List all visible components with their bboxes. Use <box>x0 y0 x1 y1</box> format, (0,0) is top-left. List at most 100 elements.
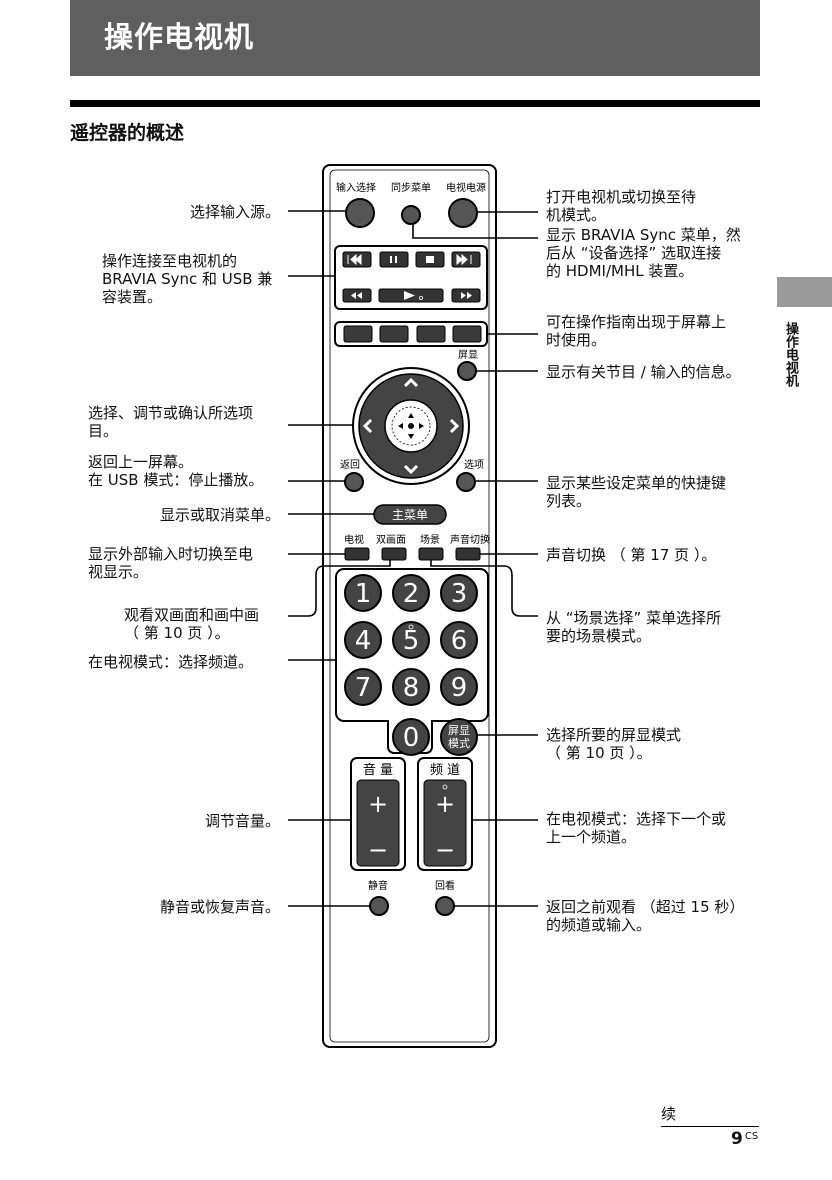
scene-button <box>418 547 444 561</box>
label-wide-mode: 选择所要的屏显模式 （ 第 10 页 ）。 <box>546 726 682 762</box>
label-twin-picture: 观看双画面和画中画 （ 第 10 页 ）。 <box>124 606 260 642</box>
page-number-suffix: CS <box>744 1131 759 1142</box>
nav-arrows-icon <box>362 377 460 475</box>
enter-dot-icon <box>408 423 414 429</box>
channel-minus-label: − <box>435 836 455 864</box>
volume-rocker-outline <box>350 757 406 871</box>
digit-button-2 <box>392 574 430 612</box>
label-sound-switch: 声音切换 （ 第 17 页 ）。 <box>546 546 717 564</box>
label-info: 显示有关节目 / 输入的信息。 <box>546 363 741 381</box>
number-pad-outline <box>335 568 489 754</box>
jump-key-label: 回看 <box>435 879 455 892</box>
page-number-value: 9 <box>731 1129 743 1149</box>
volume-rocker <box>356 779 400 867</box>
label-guide-use: 可在操作指南出现于屏幕上 时使用。 <box>546 313 727 349</box>
twin-picture-button <box>381 547 407 561</box>
tv-power-button <box>448 198 478 228</box>
input-select-button <box>345 198 375 228</box>
leader-lines <box>288 210 538 907</box>
chapter-header: 操作电视机 <box>70 0 760 76</box>
channel-rocker <box>423 779 467 867</box>
volume-minus-label: − <box>368 836 388 864</box>
tv-power-key-label: 电视电源 <box>446 181 486 194</box>
options-key-label: 选项 <box>464 458 484 471</box>
channel-rocker-outline <box>417 757 473 871</box>
return-key-label: 返回 <box>340 459 360 471</box>
label-tv-mode-channel: 在电视模式：选择频道。 <box>88 653 254 671</box>
digit-label-1: 1 <box>355 579 372 609</box>
digit-label-7: 7 <box>355 673 372 703</box>
label-power: 打开电视机或切换至待 机模式。 <box>546 188 697 224</box>
volume-key-label: 音 量 <box>363 762 393 778</box>
number-pad: 1 2 3 4 5 6 7 8 9 0 <box>344 574 478 756</box>
tactile-dot-icon <box>408 624 414 630</box>
footer-rule <box>661 1126 759 1127</box>
digit-button-3 <box>440 574 478 612</box>
mute-button <box>369 896 389 916</box>
home-key-label: 主菜单 <box>392 508 428 522</box>
section-rule <box>70 100 760 107</box>
sound-button <box>455 547 481 561</box>
digit-button-5 <box>392 621 430 659</box>
label-mute: 静音或恢复声音。 <box>159 898 280 916</box>
digit-button-6 <box>440 621 478 659</box>
digit-button-7 <box>344 668 382 706</box>
digit-label-6: 6 <box>451 626 468 656</box>
digit-label-5: 5 <box>403 626 420 656</box>
label-channel-updown: 在电视模式：选择下一个或 上一个频道。 <box>546 810 727 846</box>
twin-key-label: 双画面 <box>376 534 406 546</box>
green-button <box>379 325 409 343</box>
chapter-title: 操作电视机 <box>104 20 255 54</box>
scene-key-label: 场景 <box>420 533 440 546</box>
label-input-select: 选择输入源。 <box>189 203 280 221</box>
label-jump: 返回之前观看 （超过 15 秒） 的频道或输入。 <box>546 898 745 934</box>
input-select-key-label: 输入选择 <box>336 181 376 194</box>
digit-label-2: 2 <box>403 579 420 609</box>
wide-key-label-line1: 屏显 <box>448 724 470 737</box>
continued-label: 续 <box>661 1105 677 1123</box>
label-return-stop: 返回上一屏幕。 在 USB 模式：停止播放。 <box>88 453 264 489</box>
digit-button-9 <box>440 668 478 706</box>
volume-plus-label: + <box>368 790 388 818</box>
options-button <box>456 472 476 492</box>
channel-key-label: 频 道 <box>430 763 460 778</box>
label-bravia-sync-usb: 操作连接至电视机的 BRAVIA Sync 和 USB 兼 容装置。 <box>102 252 273 306</box>
sync-menu-button <box>401 205 421 225</box>
channel-plus-label: + <box>435 790 455 818</box>
pause-button <box>379 251 409 268</box>
mute-key-label: 静音 <box>368 879 388 892</box>
digit-label-3: 3 <box>451 579 468 609</box>
label-volume: 调节音量。 <box>204 812 280 830</box>
wide-mode-button <box>440 718 478 756</box>
label-options: 显示某些设定菜单的快捷键 列表。 <box>546 474 727 510</box>
label-sync-menu: 显示 BRAVIA Sync 菜单，然 后从 “设备选择” 选取连接 的 HDM… <box>546 226 741 280</box>
side-tab-label: 操作电视机 <box>783 322 798 387</box>
tv-key-label: 电视 <box>344 533 364 546</box>
label-select-adjust: 选择、调节或确认所选项 目。 <box>88 404 254 440</box>
digit-label-0: 0 <box>403 723 420 753</box>
section-title: 遥控器的概述 <box>70 122 185 144</box>
yellow-button <box>416 325 446 343</box>
digit-button-0 <box>392 718 430 756</box>
prev-icon <box>347 253 362 266</box>
return-button <box>344 472 364 492</box>
display-button <box>457 361 477 381</box>
label-scene-select: 从 “场景选择” 菜单选择所 要的场景模式。 <box>546 609 722 645</box>
display-key-label: 屏显 <box>458 349 478 361</box>
forward-icon <box>461 292 472 299</box>
pause-icon <box>390 256 397 263</box>
label-tv-switch: 显示外部输入时切换至电 视显示。 <box>88 545 254 581</box>
sync-menu-key-label: 同步菜单 <box>391 182 431 194</box>
digit-button-1 <box>344 574 382 612</box>
label-home-menu: 显示或取消菜单。 <box>159 506 280 524</box>
sound-key-label: 声音切换 <box>450 533 490 546</box>
digit-label-4: 4 <box>355 626 372 656</box>
digit-button-4 <box>344 621 382 659</box>
red-button <box>343 325 373 343</box>
digit-label-8: 8 <box>403 673 420 703</box>
side-tab-marker <box>777 277 832 307</box>
next-icon <box>456 253 472 266</box>
digit-label-9: 9 <box>451 673 468 703</box>
